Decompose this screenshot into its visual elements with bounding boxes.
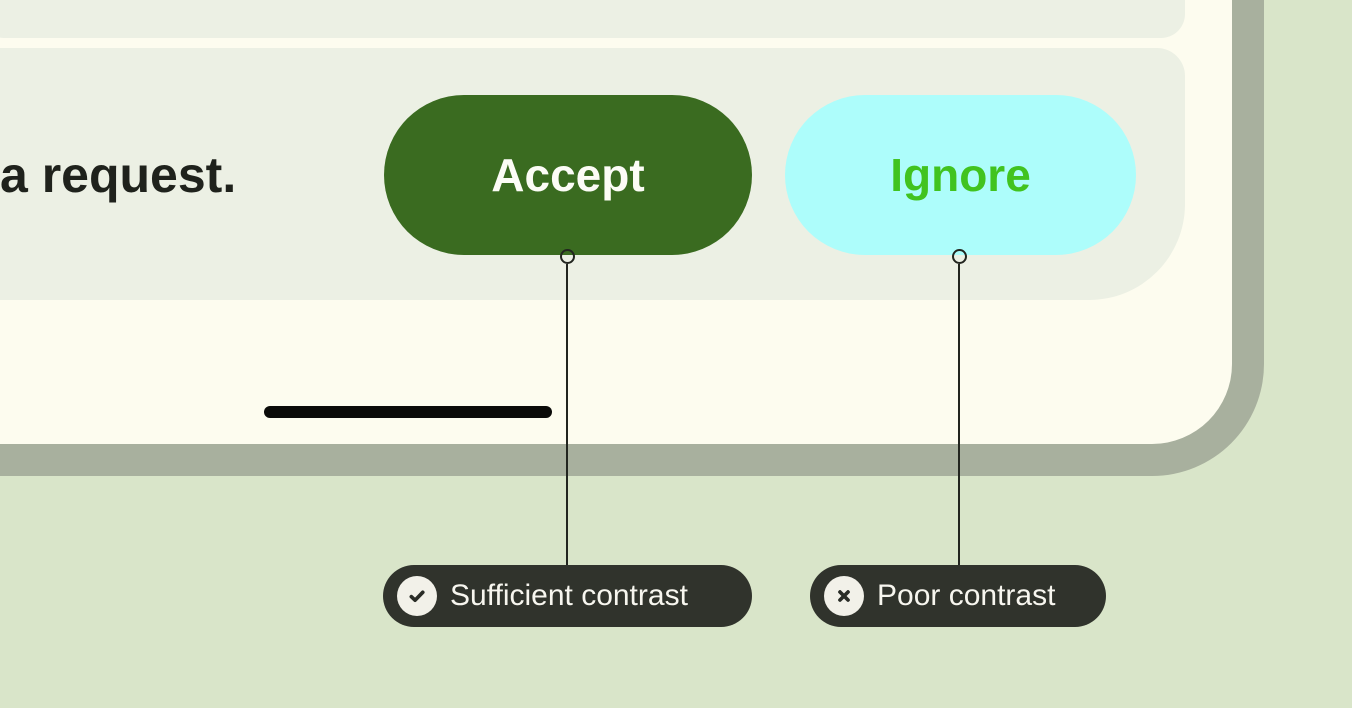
annotation-poor-contrast: Poor contrast <box>810 565 1106 627</box>
accept-button[interactable]: Accept <box>384 95 752 255</box>
callout-line-ignore <box>958 264 960 565</box>
callout-anchor-ignore <box>952 249 967 264</box>
callout-line-accept <box>566 264 568 565</box>
annotation-label: Sufficient contrast <box>450 579 688 612</box>
ignore-button[interactable]: Ignore <box>785 95 1136 255</box>
notification-card-top <box>0 0 1185 38</box>
annotation-label: Poor contrast <box>877 579 1056 612</box>
x-circle-icon <box>824 576 864 616</box>
annotation-sufficient-contrast: Sufficient contrast <box>383 565 752 627</box>
notification-message: a request. <box>0 147 237 203</box>
home-indicator-bar <box>264 406 552 418</box>
callout-anchor-accept <box>560 249 575 264</box>
check-circle-icon <box>397 576 437 616</box>
